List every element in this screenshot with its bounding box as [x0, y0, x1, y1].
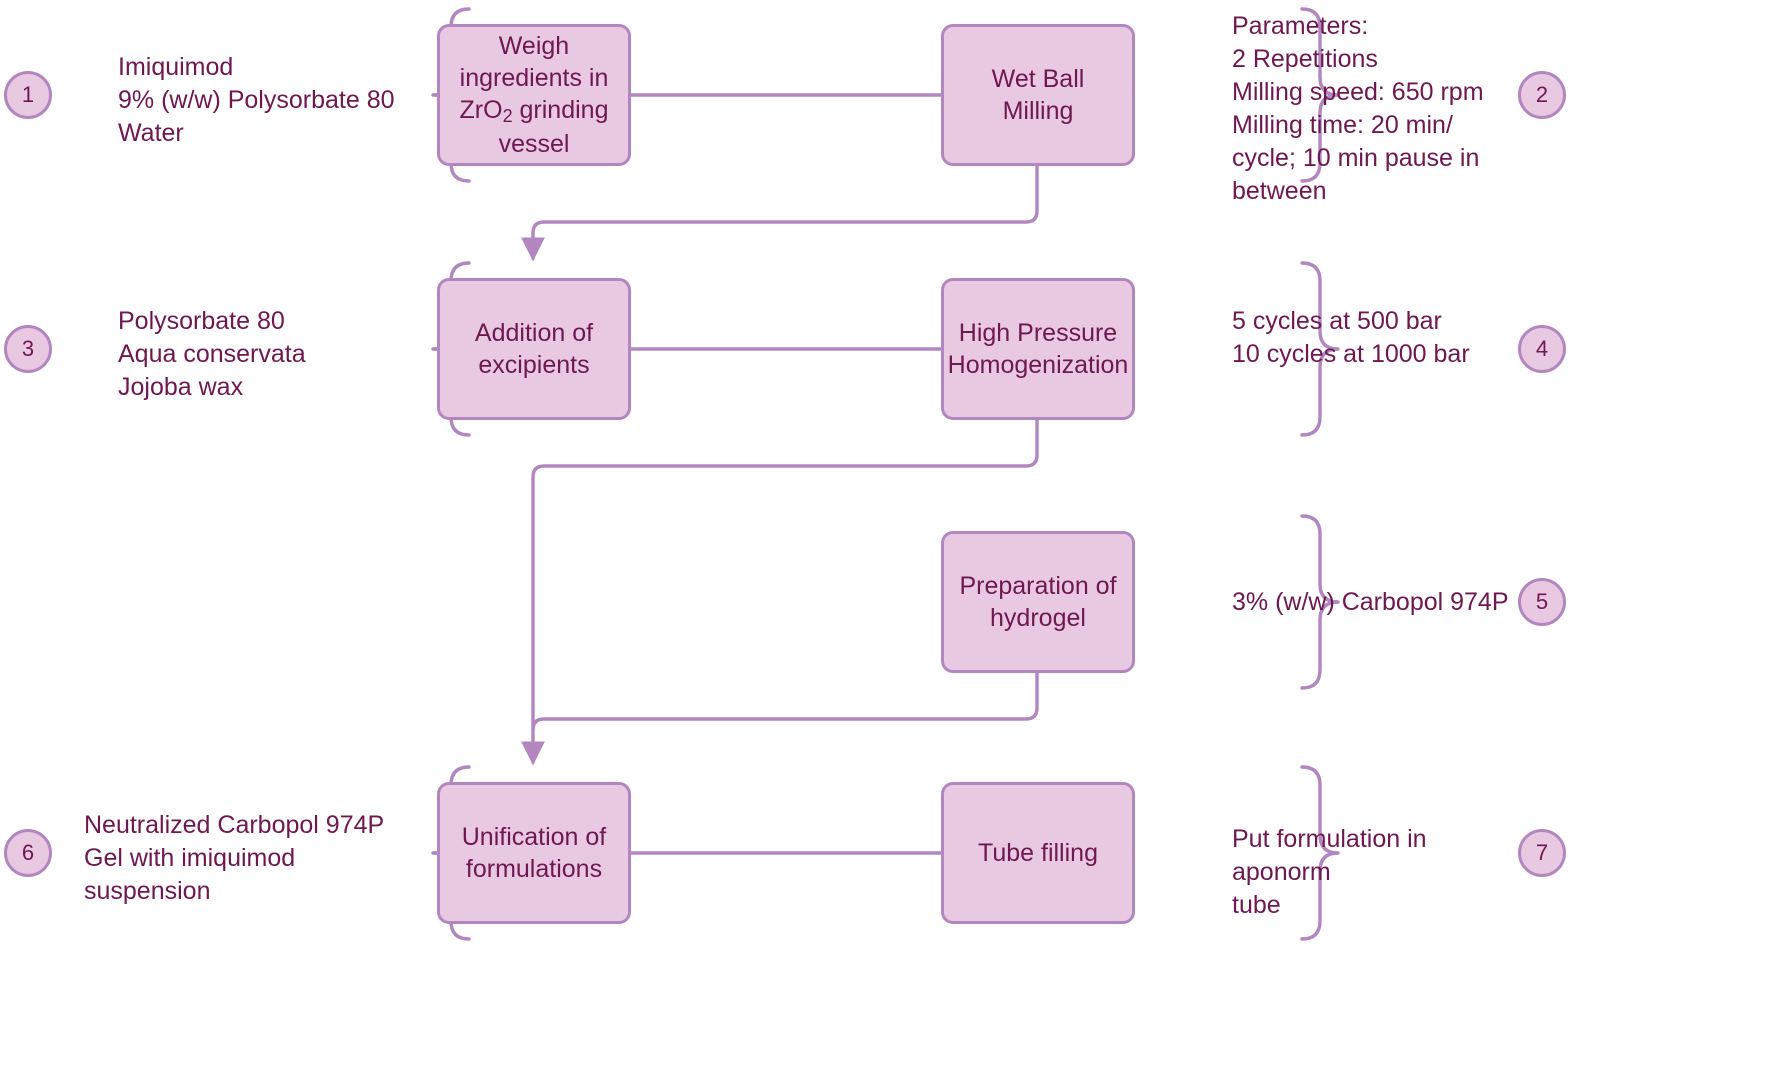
badge-2: 2	[1518, 71, 1566, 119]
annotation-5-text: 3% (w/w) Carbopol 974P	[1232, 588, 1509, 616]
node-addition-of-excipients[interactable]: Addition of excipients	[437, 278, 631, 420]
node-preparation-of-hydrogel-label: Preparation of hydrogel	[959, 572, 1117, 632]
annotation-2-text: Parameters: 2 Repetitions Milling speed:…	[1232, 12, 1484, 205]
annotation-3-text: Polysorbate 80 Aqua conservata Jojoba wa…	[118, 307, 306, 401]
node-unification-of-formulations-label: Unification of formulations	[461, 823, 607, 883]
arrow-milling-to-excipients	[521, 163, 1039, 262]
weigh-line-3-pre: ZrO	[459, 96, 503, 125]
node-tube-filling[interactable]: Tube filling	[941, 782, 1135, 924]
node-wet-ball-milling-label: Wet Ball Milling	[991, 65, 1085, 125]
node-high-pressure-homogenization[interactable]: High Pressure Homogenization	[941, 278, 1135, 420]
node-preparation-of-hydrogel[interactable]: Preparation of hydrogel	[941, 531, 1135, 673]
node-tube-filling-label: Tube filling	[978, 839, 1098, 867]
node-high-pressure-homogenization-label: High Pressure Homogenization	[947, 319, 1129, 379]
badge-3: 3	[4, 325, 52, 373]
badge-7: 7	[1518, 829, 1566, 877]
annotation-4-text: 5 cycles at 500 bar 10 cycles at 1000 ba…	[1232, 307, 1470, 368]
badge-4: 4	[1518, 325, 1566, 373]
node-wet-ball-milling[interactable]: Wet Ball Milling	[941, 24, 1135, 166]
node-weigh-ingredients-label: Weigh ingredients in ZrO2 grinding vesse…	[460, 30, 609, 160]
badge-5: 5	[1518, 578, 1566, 626]
weigh-line-3-subscript: 2	[502, 105, 513, 126]
weigh-line-2: ingredients in	[459, 64, 609, 93]
node-weigh-ingredients[interactable]: Weigh ingredients in ZrO2 grinding vesse…	[437, 24, 631, 166]
badge-1: 1	[4, 71, 52, 119]
badge-6: 6	[4, 829, 52, 877]
annotation-7-text: Put formulation in aponorm tube	[1232, 825, 1427, 919]
weigh-line-1: Weigh	[498, 32, 570, 61]
arrow-hydrogel-to-unification	[531, 670, 1039, 732]
node-addition-of-excipients-label: Addition of excipients	[474, 319, 594, 379]
weigh-line-4: vessel	[498, 130, 570, 158]
node-unification-of-formulations[interactable]: Unification of formulations	[437, 782, 631, 924]
annotation-6-text: Neutralized Carbopol 974P Gel with imiqu…	[84, 811, 385, 905]
weigh-line-3-post: grinding	[512, 96, 609, 125]
annotation-1-text: Imiquimod 9% (w/w) Polysorbate 80 Water	[118, 53, 395, 147]
